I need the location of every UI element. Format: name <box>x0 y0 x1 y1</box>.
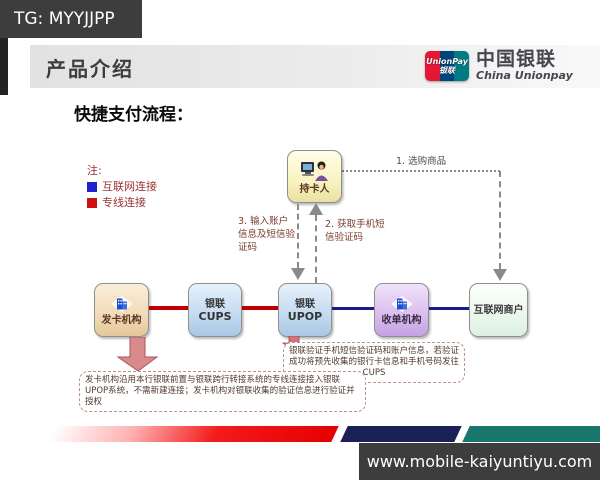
dedicated-line-issuer-cups <box>149 306 188 310</box>
legend: 注: 互联网连接 专线连接 <box>87 163 157 211</box>
footer-stripe-teal <box>462 426 600 442</box>
step3-label: 3. 输入账户信息及短信验证码 <box>238 216 296 253</box>
internet-line-upop-acquirer <box>332 307 374 310</box>
watermark-text: www.mobile-kaiyuntiyu.com <box>366 452 593 471</box>
node-cups-label-cn: 银联 <box>205 298 225 310</box>
legend-label-dedicated: 专线连接 <box>102 196 146 209</box>
slide-title: 快捷支付流程： <box>74 105 193 125</box>
page-title: 产品介绍 <box>46 57 134 81</box>
watermark-bar: www.mobile-kaiyuntiyu.com <box>359 443 600 480</box>
bank-building-icon <box>390 296 413 312</box>
logo-stripe-teal <box>454 50 469 81</box>
bank-building-icon <box>110 296 133 312</box>
header-band <box>30 45 600 88</box>
arrowhead-down-upop <box>291 268 305 280</box>
logo-wordmark-en: UnionPay <box>426 56 468 66</box>
left-edge-strip <box>0 0 8 95</box>
legend-swatch-internet <box>87 182 97 192</box>
person-computer-icon <box>300 161 328 181</box>
node-upop-label-en: UPOP <box>287 309 323 323</box>
node-upop: 银联 UPOP <box>278 283 332 337</box>
legend-item-dedicated: 专线连接 <box>87 195 157 211</box>
logo-wordmark-cn: 银联 <box>439 65 455 75</box>
unionpay-logo: UnionPay 银联 中国银联 China Unionpay <box>425 48 573 82</box>
arrowhead-up-cardholder <box>309 203 323 215</box>
node-merchant-label: 互联网商户 <box>473 304 524 316</box>
node-acquirer-label: 收单机构 <box>381 315 422 326</box>
internet-line-acquirer-merchant <box>429 307 469 310</box>
step2-label: 2. 获取手机短信验证码 <box>325 219 385 243</box>
node-acquirer: 收单机构 <box>374 283 429 337</box>
node-merchant: 互联网商户 <box>469 283 528 337</box>
logo-names: 中国银联 China Unionpay <box>476 48 573 82</box>
step1-label: 1. 选购商品 <box>396 156 447 167</box>
legend-label-internet: 互联网连接 <box>102 180 157 193</box>
arrowhead-down-merchant <box>493 269 507 281</box>
logo-name-cn: 中国银联 <box>476 48 557 70</box>
legend-item-internet: 互联网连接 <box>87 179 157 195</box>
legend-heading: 注: <box>87 164 102 177</box>
dedicated-line-cups-upop <box>242 306 278 310</box>
logo-name-en: China Unionpay <box>476 68 573 82</box>
logo-stripe-red <box>425 50 440 81</box>
unionpay-card-icon: UnionPay 银联 <box>425 50 469 81</box>
node-cups: 银联 CUPS <box>188 283 242 337</box>
node-cardholder-label: 持卡人 <box>299 183 330 195</box>
flow-line-step1-vertical <box>499 171 501 269</box>
flow-line-step1-horizontal <box>342 170 500 172</box>
tg-badge: TG: MYYJJPP <box>0 0 142 38</box>
footer-stripe-red <box>48 426 339 442</box>
node-cardholder: 持卡人 <box>287 150 342 203</box>
node-cups-label-en: CUPS <box>198 309 232 323</box>
logo-stripe-navy <box>439 50 455 81</box>
node-upop-label-cn: 银联 <box>295 298 315 310</box>
issuer-note-arrow <box>116 337 159 372</box>
flow-line-step3 <box>297 204 299 268</box>
tg-badge-text: TG: MYYJJPP <box>14 9 115 29</box>
logo-card-wordmark: UnionPay 银联 <box>425 51 469 81</box>
node-issuer-label: 发卡机构 <box>101 315 142 326</box>
flow-line-step2 <box>315 215 317 283</box>
node-issuer: 发卡机构 <box>94 283 149 337</box>
legend-swatch-dedicated <box>87 198 97 208</box>
footer-stripe-navy <box>340 426 462 442</box>
callout-issuer-note: 发卡机构沿用本行银联前置与银联跨行转接系统的专线连接接入银联UPOP系统，不需新… <box>79 371 366 412</box>
